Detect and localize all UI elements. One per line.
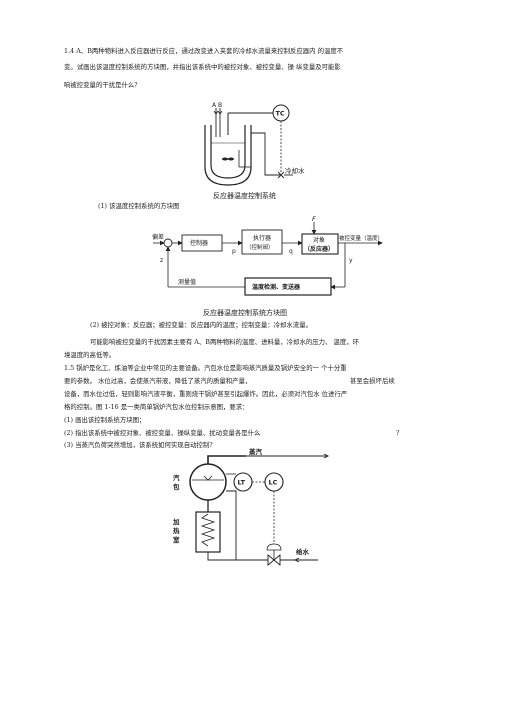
lc-label: LC <box>269 479 278 487</box>
q14-line-3: 响被控变量的干扰是什么？ <box>64 81 141 89</box>
level-controller: LC <box>264 472 284 492</box>
steam-label: 蒸汽 <box>249 447 263 456</box>
actuator-label-1: 执行器 <box>253 234 271 242</box>
drum-label-2: 包 <box>173 482 180 491</box>
q15-line-3: 设备，而水位过低，轻则影响汽液平衡，重则烧干锅炉甚至引起爆炸。因此，必须对汽包水… <box>64 390 348 398</box>
q14-line-1: 1.4 A、B两种物料进入反应器进行反应，通过改变进入夹套的冷却水流量来控制反应… <box>64 47 344 55</box>
level-transmitter: LT <box>233 472 253 492</box>
q15-line-2a: 要的参数。 水位过高，会使蒸汽带液，降低了蒸汽的质量和产量， <box>64 377 252 385</box>
reactor-diagram: A B TC 冷却水 <box>204 102 305 186</box>
controller-block: 控制器 <box>181 234 223 252</box>
reactor-inlet-label: A B <box>212 102 222 109</box>
part2-line-1: (2) 被控对象：反应器；被控变量：反应器内的温度；控制变量：冷却水流量。 <box>90 321 312 329</box>
part1-heading: (1) 该温度控制系统的方块图 <box>98 202 180 210</box>
signal-y: y <box>349 257 353 264</box>
heater-label-2: 热 <box>173 526 180 535</box>
signal-q: q <box>289 248 293 255</box>
reactor-caption: 反应器温度控制系统 <box>213 192 276 200</box>
output-label: 被控变量（温度） <box>339 234 383 242</box>
heater-label-1: 加 <box>172 517 180 526</box>
object-label-1: 对象 <box>313 236 325 244</box>
q15-req-2: (2) 指出该系统中被控对象、被控变量、操纵变量、扰动变量各是什么 <box>64 429 261 437</box>
control-valve <box>267 554 281 566</box>
tc-label: TC <box>276 110 285 118</box>
summing-junction <box>163 238 173 248</box>
q15-line-2b: 甚至会损坏后续 <box>350 377 395 385</box>
setpoint-label: 偏差 <box>152 233 164 241</box>
heating-chamber <box>195 511 221 553</box>
reactor-jacket <box>204 125 252 186</box>
tc-controller: TC <box>272 104 290 122</box>
signal-p: p <box>232 248 236 255</box>
heater-label-3: 室 <box>173 535 180 544</box>
feedwater-label: 给水 <box>296 547 310 556</box>
object-block: 对象 （反应器） <box>301 233 339 255</box>
block-diagram: 偏差 控制器 p 执行器 （控制阀） q F 对象 （反应器） 被控变量（温度）… <box>152 215 383 296</box>
object-label-2: （反应器） <box>304 245 334 253</box>
reactor-vessel <box>210 125 246 179</box>
lt-label: LT <box>238 479 246 487</box>
q15-req-3: (3) 当蒸汽负荷突然增加，该系统如何实现自动控制? <box>64 441 213 449</box>
part2-line-2: 可能影响被控变量的干扰因素主要有 A、B两种物料的温度、进料量，冷却水的压力、 … <box>90 338 359 346</box>
steam-drum <box>189 463 227 501</box>
sensor-block: 温度检测、变送器 <box>244 277 332 296</box>
q14-line-2: 变。试画出该温度控制系统的方块图，并指出该系统中的被控对象、被控变量、操 纵变量… <box>64 63 341 71</box>
q15-line-4: 格的控制。图 1-16 是一类简单锅炉汽包水位控制示意图，要求： <box>64 403 249 411</box>
part2-line-3: 境温度的高低等。 <box>64 351 116 359</box>
boiler-diagram: 蒸汽 汽 包 LT LC 加 热 室 给水 <box>172 447 330 566</box>
q15-req-1: (1) 画出该控制系统方块图； <box>64 416 146 424</box>
sensor-label: 温度检测、变送器 <box>252 283 301 291</box>
actuator-label-2: （控制阀） <box>246 243 274 251</box>
q15-req-2-mark: ? <box>396 429 400 437</box>
drum-label-1: 汽 <box>173 473 180 482</box>
controller-label: 控制器 <box>190 239 208 247</box>
measured-label: 测量值 <box>178 278 196 286</box>
block-caption: 反应器温度控制系统方块图 <box>203 309 287 317</box>
actuator-block: 执行器 （控制阀） <box>241 229 283 255</box>
signal-z: z <box>160 257 163 264</box>
disturbance-label: F <box>312 215 316 223</box>
q15-line-1: 1.5 锅炉是化工、炼油等企业中常见的主要设备。汽包水位是影响蒸汽质量及锅炉安全… <box>64 364 347 372</box>
coolant-label: 冷却水 <box>285 166 305 175</box>
